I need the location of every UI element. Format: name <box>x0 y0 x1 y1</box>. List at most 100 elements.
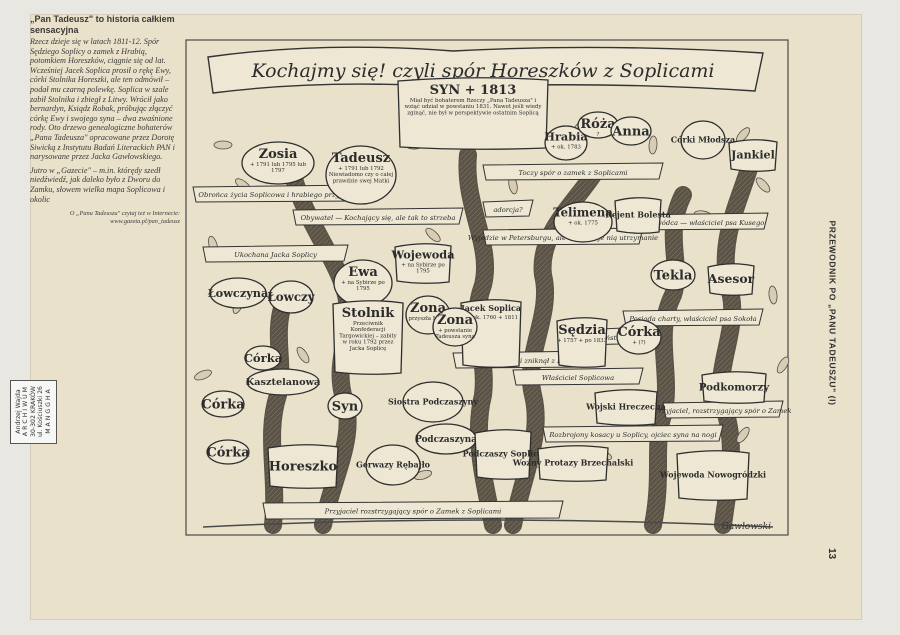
tree-node: Córka+ (?) <box>616 319 662 355</box>
node-label: Jankiel <box>730 149 775 162</box>
drawing-border <box>185 39 789 536</box>
band-shape <box>542 424 724 443</box>
section-title-text: PRZEWODNIK PO „PANU TADEUSZU" (I) <box>827 220 838 406</box>
leaf <box>296 346 310 364</box>
node-subtitle: + (?) <box>632 339 645 346</box>
node-label: Córka <box>244 351 283 365</box>
archive-stamp: Andrzej Wajda A R C H I W U M 30-302 KRA… <box>10 380 57 444</box>
band-text: Obywatel — Kochający się, ale tak to str… <box>301 214 456 222</box>
node-box-shape <box>701 371 767 404</box>
node-leaf-shape <box>206 439 250 465</box>
tree-node: Horeszko <box>267 444 339 489</box>
stamp-line-2: A R C H I W U M <box>22 387 30 437</box>
family-tree-svg: Kochajmy się! czyli spór Horeszków z Sop… <box>185 39 792 536</box>
node-label: Anna <box>611 124 650 139</box>
node-label: Róża <box>580 117 616 132</box>
node-label: Łowczyna <box>208 286 269 300</box>
tree-node: Córka <box>206 439 250 465</box>
node-subtitle-line: Miał być bohaterem Rzeczy „Pana Tadeusza… <box>410 97 536 104</box>
node-subtitle-line: + (?) <box>632 339 645 346</box>
artist-signature: Gawłowski <box>722 522 771 532</box>
band-text: Rozbrojony kosacy u Soplicy, ojciec syna… <box>548 431 716 439</box>
node-box-shape <box>676 450 750 501</box>
tree-node: Podkomorzy <box>699 371 770 404</box>
band-text: Obrońca życia Soplicowa i hrabiego przyj… <box>198 191 357 199</box>
band-label: Przyjaciel rozstrzygający spór o Zamek z… <box>262 500 564 520</box>
band-label: Właściciel Soplicowa <box>512 367 644 386</box>
node-label: Telimena <box>553 206 613 220</box>
node-label: Zosia <box>259 147 298 162</box>
node-label: Córka <box>201 397 245 412</box>
node-label: Zona <box>410 301 447 316</box>
node-leaf-shape <box>610 116 652 146</box>
node-box-shape <box>460 299 522 368</box>
node-subtitle-line: Niewiadomo czy o całej <box>329 172 394 178</box>
node-label: Stolnik <box>342 306 395 321</box>
leaf <box>736 426 750 444</box>
stamp-line-1: Andrzej Wajda <box>14 389 22 435</box>
band-text: Przyjaciel rozstrzygający spór o Zamek z… <box>324 508 502 516</box>
ground-line <box>202 519 774 528</box>
page-number: 13 <box>824 548 840 559</box>
tree-node: Wojski Hreczecha <box>585 389 666 426</box>
node-box-shape <box>474 429 532 480</box>
tree-node: Łowczy <box>267 280 316 314</box>
node-leaf-shape <box>241 141 315 185</box>
node-label: Horeszko <box>269 459 338 474</box>
node-box-shape <box>394 243 452 284</box>
leaf <box>213 140 233 150</box>
node-subtitle-line: Jacka Soplicę <box>349 346 387 352</box>
node-label: Wojewoda Nowogródzki <box>659 470 766 480</box>
band-text: Tylko dowódca — właściciel psa Kusego <box>627 219 765 227</box>
node-leaf-shape <box>616 319 662 355</box>
node-subtitle-line: Tadeusza syna <box>435 334 475 340</box>
tree-node: Łowczyna <box>208 277 269 309</box>
node-subtitle-line: w roku 1792 przez <box>343 340 394 346</box>
node-box-shape <box>728 139 778 172</box>
band-text: Właściciel Soplicowa <box>542 374 614 382</box>
node-subtitle-line: 1795 <box>416 268 430 274</box>
band-label: Posiada charty, właściciel psa Sokoła <box>622 308 764 327</box>
band-label: Obywatel — Kochający się, ale tak to str… <box>292 207 464 226</box>
tree-node: Gerwazy Rębajło <box>356 444 431 486</box>
node-box-shape <box>267 444 339 489</box>
node-leaf-shape <box>680 120 726 160</box>
band-label: Przyjaciel, rozstrzygający spór o Zamek <box>653 400 792 419</box>
band-shape <box>482 199 534 218</box>
band-text: Przyjaciel, rozstrzygający spór o Zamek <box>653 407 791 415</box>
intro-column: „Pan Tadeusz" to historia całkiem sensac… <box>30 14 180 225</box>
band-text: Wyjedzie w Petersburgu, ale zachowuje ni… <box>468 234 658 242</box>
tree-node: Córka <box>244 345 283 371</box>
node-leaf-shape <box>553 201 613 243</box>
band-text: adorcja? <box>493 206 523 214</box>
node-box-shape <box>707 263 755 296</box>
band-shape <box>292 207 464 226</box>
node-label: Sędzia <box>558 323 606 338</box>
node-label: Żona <box>437 312 474 328</box>
tree-node: Tekla <box>650 259 696 291</box>
band-label: Rozbrojony kosacy u Soplicy, ojciec syna… <box>542 424 724 443</box>
trunk-shade-5 <box>645 187 691 533</box>
tree-node: Anna <box>610 116 652 146</box>
node-label: Podczaszy Soplica <box>463 449 544 459</box>
node-subtitle-line: + 1757 + po 1833 <box>557 338 608 344</box>
node-leaf-shape <box>246 368 320 396</box>
node-leaf-shape <box>402 381 464 423</box>
node-subtitle-line: + ok. 1775 <box>568 221 598 227</box>
band-text: Ukochana Jacka Soplicy <box>234 251 317 259</box>
node-leaf-shape <box>327 392 363 420</box>
band-label: Ukochana Jacka Soplicy <box>202 244 349 263</box>
node-label: Rejent Bolesta <box>605 210 671 220</box>
band-text: Zabił Stolnika i zniknął z Litwy <box>469 357 577 365</box>
node-leaf-shape <box>268 280 314 314</box>
node-label: Wojski Hreczecha <box>585 402 666 412</box>
node-box-shape <box>332 300 404 375</box>
band-label: Toczy spór o zamek z Soplicami <box>482 162 664 181</box>
tree-node: Sędzia+ 1757 + po 1833 <box>556 317 608 368</box>
node-label: SYN + 1813 <box>430 83 517 98</box>
node-subtitle-line: wziąć udział w powstaniu 1831. Nawet jeś… <box>404 103 542 110</box>
